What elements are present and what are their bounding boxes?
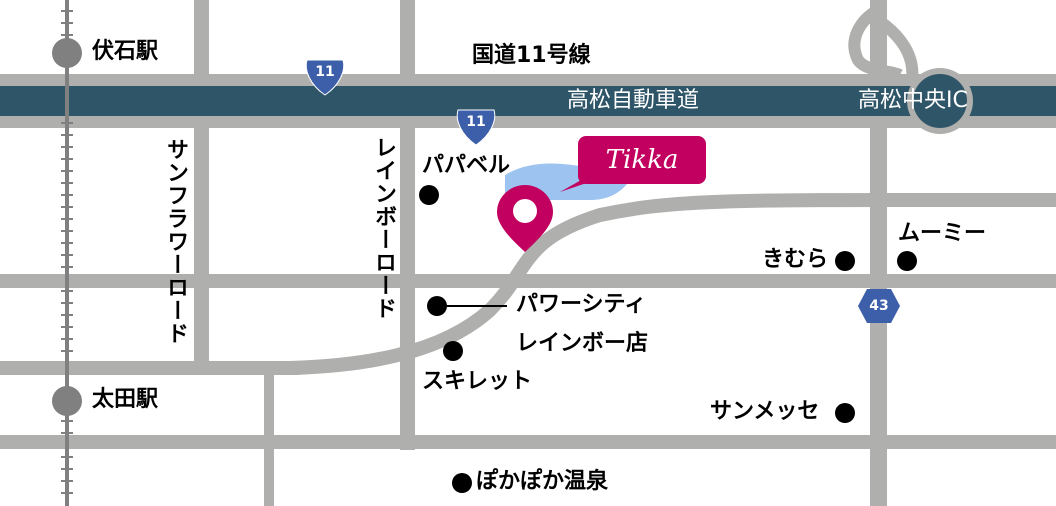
interchange-label: 高松中央IC (858, 88, 968, 113)
landmark-moomie: ムーミー (898, 221, 987, 246)
railway-line (65, 0, 69, 506)
route-43-number: 43 (869, 298, 889, 314)
road-horizontal-middle (0, 274, 1056, 288)
station-ota: 太田駅 (92, 387, 159, 412)
curved-arterial-road (0, 192, 1056, 375)
station-marker-icon (52, 386, 82, 416)
road-vertical-minor (264, 370, 274, 506)
railway-ticks (61, 10, 73, 494)
route-11-shield-icon (305, 59, 345, 96)
route-11-shield-icon (456, 109, 496, 146)
map-pin-icon[interactable] (497, 185, 553, 252)
poi-dot-icon (835, 251, 855, 271)
sunflower-road-label: サンフラワーロード (163, 138, 188, 345)
station-marker-icon (52, 38, 82, 68)
poi-dot-icon (897, 251, 917, 271)
rainbow-road (400, 0, 415, 450)
interchange-circle (913, 74, 967, 128)
landmark-sunmesse: サンメッセ (710, 399, 820, 424)
landmark-kimura: きむら (762, 247, 829, 272)
route-11-number: 11 (466, 114, 486, 130)
road-horizontal-lower (0, 361, 300, 375)
takamatsu-expressway (0, 86, 1056, 116)
sunflower-road (194, 0, 209, 362)
store-name-callout[interactable]: Tikka (578, 136, 706, 184)
poi-dot-icon (443, 341, 463, 361)
road-horizontal-bottom (0, 435, 1056, 449)
poi-dot-icon (419, 185, 439, 205)
expressway-label: 高松自動車道 (567, 88, 700, 113)
landmark-powercity: パワーシティ (516, 292, 647, 317)
interchange-ramp (874, 15, 919, 81)
landmark-powercity-branch: レインボー店 (516, 331, 649, 356)
landmark-pokapoka-onsen: ぽかぽか温泉 (476, 469, 609, 494)
poi-dot-icon (452, 473, 472, 493)
route-43-shield-icon (858, 289, 900, 323)
poi-dot-icon (835, 403, 855, 423)
interchange-loop (848, 4, 903, 81)
landmark-skillet: スキレット (422, 369, 533, 394)
landmark-papabell: パパベル (422, 153, 511, 178)
rainbow-road-label: レインボーロード (371, 136, 396, 320)
poi-dot-icon (427, 296, 447, 316)
national-route-label: 国道11号線 (472, 43, 591, 68)
station-fuseishi: 伏石駅 (92, 39, 159, 64)
route-11-number: 11 (315, 64, 335, 80)
leader-line (447, 305, 507, 307)
